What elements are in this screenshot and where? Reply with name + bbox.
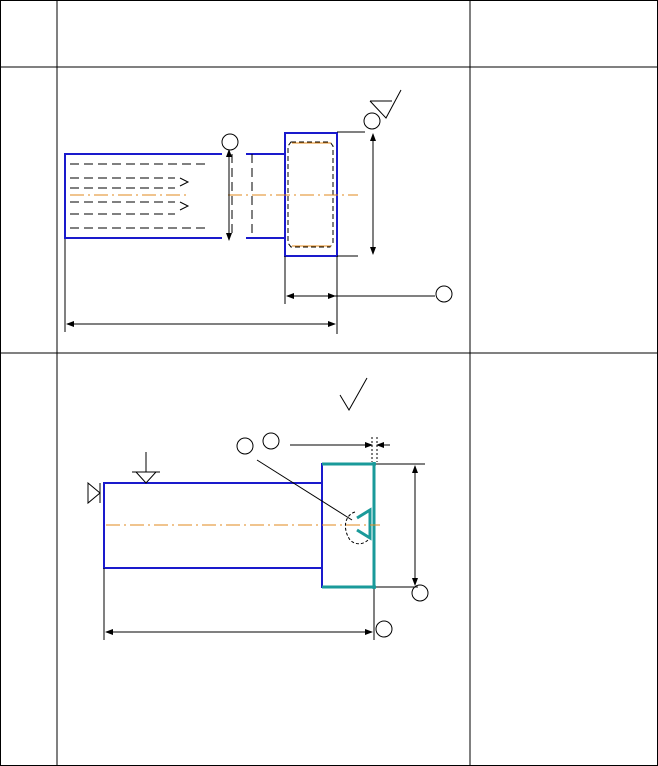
roughness-check-icon bbox=[339, 377, 368, 411]
callout-circle bbox=[411, 584, 429, 602]
bolt-shank bbox=[64, 153, 286, 239]
thread-chevrons bbox=[179, 177, 190, 211]
roughness-symbol bbox=[369, 89, 402, 119]
callout-circle bbox=[262, 432, 280, 450]
callout-circle bbox=[221, 133, 239, 151]
leader-line bbox=[256, 459, 353, 521]
callout-circle bbox=[435, 285, 453, 303]
bolt-threads bbox=[70, 154, 253, 238]
datum-triangle-icon bbox=[87, 481, 101, 505]
callout-circle bbox=[236, 437, 254, 455]
callout-circle bbox=[363, 112, 381, 130]
callout-circle bbox=[375, 620, 393, 638]
ground-symbol-icon bbox=[132, 452, 160, 484]
center-hole bbox=[344, 511, 369, 545]
